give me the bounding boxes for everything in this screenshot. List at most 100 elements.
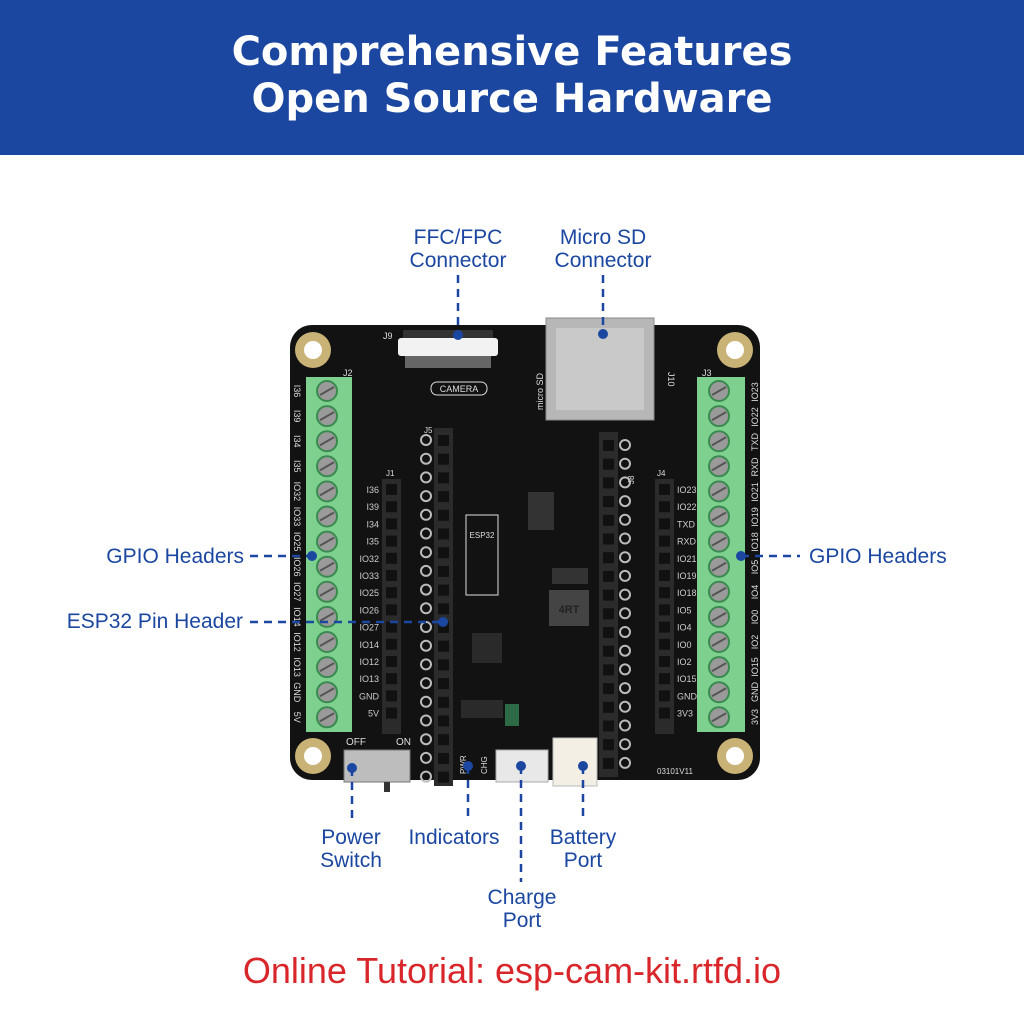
- ref-j4: J4: [657, 469, 666, 478]
- header-pin: [438, 715, 449, 727]
- header-pin: [659, 484, 670, 495]
- header-pin: [659, 587, 670, 599]
- ref-j3: J3: [702, 368, 712, 378]
- header-pin: [603, 589, 614, 601]
- header-pin: [659, 518, 670, 530]
- header-pin: [438, 435, 449, 446]
- header-pin: [603, 683, 614, 695]
- j2-pin-label: IO12: [292, 632, 302, 652]
- j3-pin-label: 3V3: [750, 709, 760, 725]
- header-pin: [659, 501, 670, 513]
- charge-line2: Port: [502, 909, 542, 932]
- header-pin: [386, 621, 397, 633]
- through-hole: [619, 532, 631, 545]
- j2-pin-label: GND: [292, 682, 302, 703]
- header-pin: [659, 621, 670, 633]
- header-pin: [438, 565, 449, 577]
- j3-pin-label: IO15: [750, 657, 760, 677]
- through-hole: [420, 695, 432, 708]
- j4-pin-label: TXD: [677, 519, 696, 529]
- ffc-line1: FFC/FPC: [413, 226, 503, 249]
- header-pin: [438, 584, 449, 596]
- through-hole: [420, 490, 432, 503]
- j2-pin-label: I34: [292, 435, 302, 448]
- header-pin: [659, 570, 670, 581]
- through-hole: [420, 770, 432, 783]
- header-pin: [386, 656, 397, 667]
- j4-pin-label: IO21: [677, 554, 697, 564]
- ref-inductor: 4RT: [559, 604, 580, 616]
- header-pin: [603, 496, 614, 508]
- j1-pin-label: I39: [366, 502, 379, 512]
- header-pin: [603, 533, 614, 545]
- header-pin: [386, 587, 397, 599]
- header-pin: [386, 552, 397, 564]
- ref-j1: J1: [386, 469, 395, 478]
- through-hole: [420, 751, 432, 764]
- header-pin: [603, 739, 614, 751]
- through-hole: [420, 508, 432, 521]
- through-hole: [619, 700, 631, 713]
- through-hole: [619, 719, 631, 732]
- j3-pin-label: GND: [750, 682, 760, 703]
- through-hole: [619, 738, 631, 751]
- label-chg: CHG: [480, 756, 489, 774]
- header-pin: [603, 664, 614, 676]
- annotation-gpio-right: GPIO Headers: [809, 545, 947, 568]
- header-pin: [603, 627, 614, 638]
- header-pin: [438, 678, 449, 690]
- power-line2: Switch: [320, 849, 382, 872]
- version-label: 03101V11: [657, 767, 693, 776]
- header-pin: [659, 707, 670, 719]
- annotation-leaders: [250, 275, 800, 882]
- annotation-dots: [307, 329, 746, 773]
- header-pin: [603, 552, 614, 564]
- annotation-esp32-header: ESP32 Pin Header: [66, 610, 243, 633]
- header-pin: [603, 645, 614, 657]
- power-line1: Power: [321, 826, 381, 849]
- j1-pin-label: IO25: [359, 588, 379, 598]
- diode-d3: [552, 568, 588, 584]
- through-hole: [420, 564, 432, 577]
- through-hole: [619, 513, 631, 526]
- j2-pin-label: IO26: [292, 557, 302, 577]
- j2-pin-label: IO25: [292, 532, 302, 552]
- header-pin: [438, 771, 449, 783]
- header-pin: [603, 757, 614, 769]
- through-hole: [420, 583, 432, 596]
- online-tutorial-link[interactable]: Online Tutorial: esp-cam-kit.rtfd.io: [242, 950, 782, 991]
- label-on: ON: [396, 737, 411, 748]
- ref-camera: CAMERA: [440, 384, 479, 394]
- header-pin: [659, 638, 670, 650]
- ref-j2: J2: [343, 368, 353, 378]
- fuse: [505, 704, 519, 726]
- chip-u1: [472, 633, 502, 663]
- through-hole: [619, 551, 631, 564]
- j1-pin-label: IO27: [359, 623, 379, 633]
- header-pin: [603, 477, 614, 489]
- through-hole: [619, 569, 631, 582]
- j4-pin-label: IO22: [677, 502, 697, 512]
- j4-pin-label: IO2: [677, 657, 692, 667]
- battery-line1: Battery: [549, 826, 617, 849]
- j1-pin-label: IO12: [359, 657, 379, 667]
- ref-microsd: micro SD: [535, 372, 545, 410]
- j2-pin-label: IO27: [292, 582, 302, 602]
- j4-pin-label: IO23: [677, 485, 697, 495]
- title-line-2: Open Source Hardware: [251, 76, 773, 122]
- header-pin: [603, 608, 614, 620]
- header-pin: [386, 484, 397, 495]
- j1-pin-label: IO26: [359, 605, 379, 615]
- header-pin: [659, 690, 670, 702]
- header-pin: [603, 514, 614, 526]
- through-hole: [619, 457, 631, 470]
- j1-pin-label: IO32: [359, 554, 379, 564]
- battery-port: [552, 737, 598, 787]
- ref-j5: J5: [424, 426, 433, 435]
- header-pin: [386, 518, 397, 530]
- j3-pin-label: IO21: [750, 482, 760, 502]
